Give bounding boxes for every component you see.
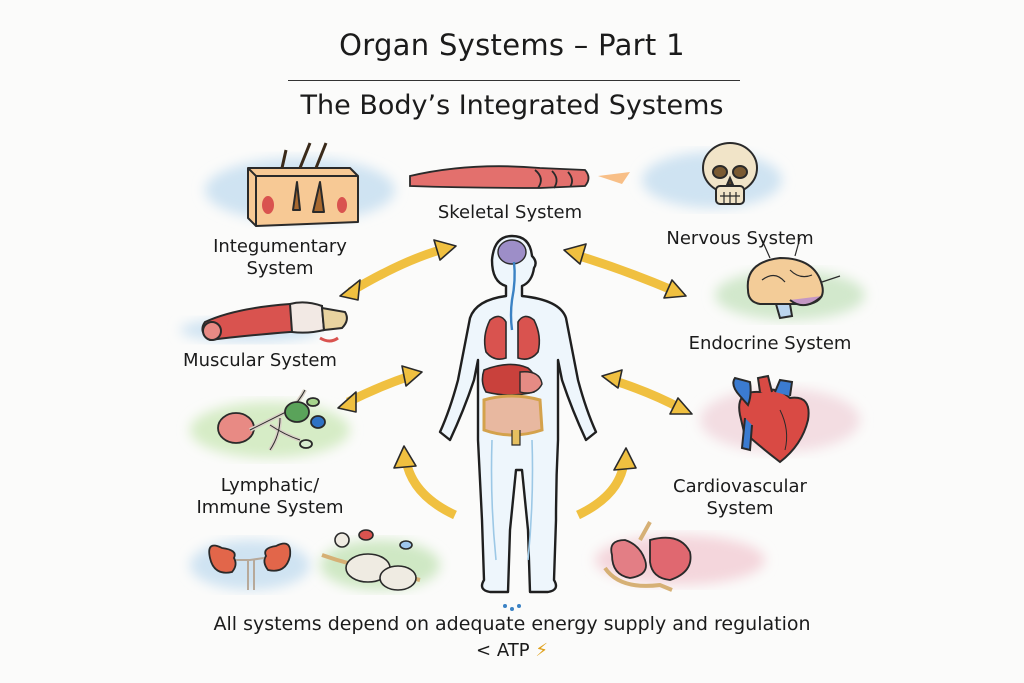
label-lymphatic: Lymphatic/ Immune System: [180, 475, 360, 519]
label-integumentary: Integumentary System: [190, 236, 370, 280]
label-integumentary-line2: System: [246, 258, 314, 279]
label-muscular: Muscular System: [183, 350, 337, 371]
arrow-lymphatic-body-curve: [393, 445, 457, 520]
label-integumentary-line1: Integumentary: [213, 236, 347, 257]
heart-icon: [732, 374, 810, 464]
stomach-icon: [603, 521, 692, 592]
wash-kidneys: [190, 540, 310, 590]
muscle-bone-icon: [201, 301, 348, 343]
kidneys-icon: [208, 542, 292, 590]
human-body-organs-icon: [438, 234, 598, 611]
muscle-limb-icon: [409, 165, 630, 189]
page-title: Organ Systems – Part 1: [339, 28, 685, 62]
label-cardiovascular-line2: System: [706, 498, 774, 519]
label-endocrine: Endocrine System: [688, 333, 852, 354]
arrow-integumentary-body: [339, 239, 457, 301]
arrow-body-cardiovascular: [601, 369, 693, 415]
label-nervous: Nervous System: [666, 228, 814, 249]
label-lymphatic-line1: Lymphatic/: [220, 475, 320, 496]
footer-atp: < ATP ⚡: [0, 640, 1024, 661]
arrow-body-nervous: [563, 243, 687, 299]
label-lymphatic-line2: Immune System: [196, 497, 344, 518]
title-divider: [288, 80, 740, 81]
brain-gland-icon: [746, 237, 841, 320]
label-skeletal: Skeletal System: [437, 202, 583, 223]
label-cardiovascular: Cardiovascular System: [640, 476, 840, 520]
skin-block-icon: [247, 142, 359, 227]
footer-note: All systems depend on adequate energy su…: [213, 613, 811, 635]
arrow-muscular-body: [337, 365, 423, 413]
label-cardiovascular-line1: Cardiovascular: [673, 476, 807, 497]
lymph-nodes-icon: [217, 389, 326, 452]
digestive-glands-icon: [321, 529, 421, 591]
page-subtitle: The Body’s Integrated Systems: [300, 90, 724, 121]
skull-icon: [702, 142, 758, 205]
atp-text: < ATP: [476, 640, 530, 661]
arrow-cardiovascular-body-curve: [576, 447, 637, 520]
lightning-bolt-icon: ⚡: [535, 640, 548, 661]
